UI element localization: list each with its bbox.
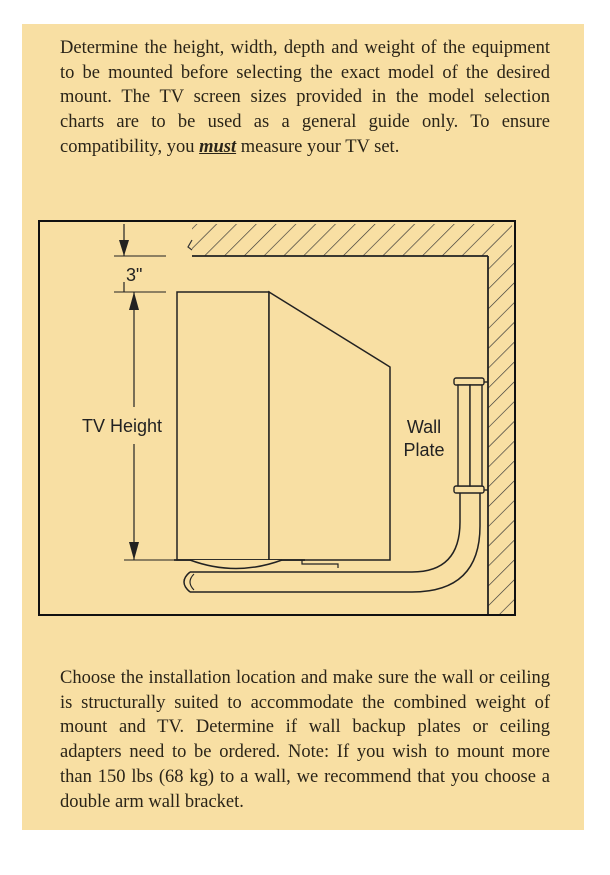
page-panel: Determine the height, width, depth and w… [22, 24, 584, 830]
intro-paragraph: Determine the height, width, depth and w… [60, 36, 550, 160]
wall-plate-label-line2: Plate [403, 440, 445, 460]
tv-height-label: TV Height [82, 416, 163, 436]
mounting-arm [183, 493, 481, 593]
ceiling-structure [187, 224, 512, 257]
must-emphasis: must [199, 136, 237, 157]
diagram-illustration [114, 224, 514, 614]
tv-set [174, 290, 391, 570]
wall-plate [453, 377, 488, 494]
tv-mount-diagram: 3" TV Height Wall Plate [38, 220, 516, 616]
intro-text-start: Determine the height, width, depth and w… [60, 38, 550, 157]
clearance-label: 3" [126, 265, 143, 285]
tv-height-dimension [124, 292, 174, 561]
intro-text-end: measure your TV set. [236, 136, 400, 157]
clearance-dimension [114, 224, 166, 293]
installation-paragraph: Choose the installation location and mak… [60, 668, 550, 812]
wall-structure [487, 256, 514, 614]
wall-plate-label-line1: Wall [406, 417, 442, 437]
